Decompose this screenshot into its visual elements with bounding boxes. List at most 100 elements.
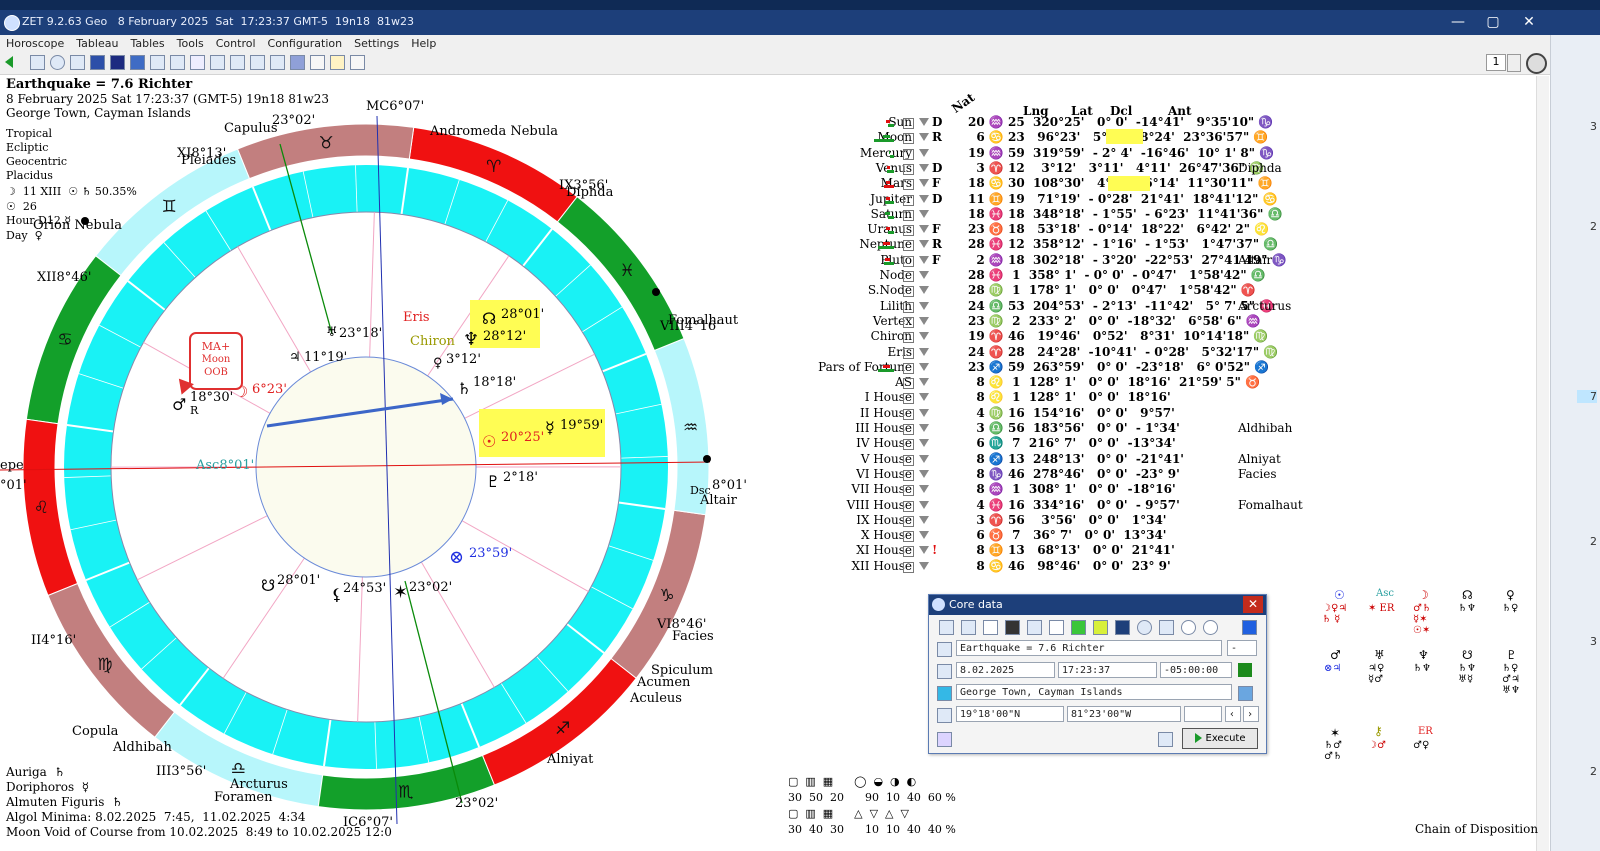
place-field[interactable]: George Town, Cayman Islands — [956, 684, 1232, 700]
execute-label: Execute — [1205, 733, 1246, 744]
row-grid-icon — [903, 362, 914, 374]
row-grid-icon — [903, 531, 914, 543]
document-icon[interactable] — [170, 55, 185, 70]
copy-data-icon[interactable] — [1158, 732, 1173, 747]
map-icon[interactable] — [1238, 686, 1253, 701]
print-icon[interactable] — [1027, 620, 1042, 635]
row-grid-icon — [903, 240, 914, 252]
vertical-scrollbar[interactable] — [1536, 76, 1549, 851]
strike-icon[interactable] — [1159, 620, 1174, 635]
menu-tableau[interactable]: Tableau — [76, 37, 119, 50]
table-row-values: 8 ♑ 46 278°46' 0° 0' -23° 9' — [968, 466, 1180, 481]
decan-divider — [127, 280, 166, 311]
calendar-icon[interactable] — [230, 55, 245, 70]
alert-icon[interactable] — [330, 55, 345, 70]
world-icon[interactable] — [290, 55, 305, 70]
ring-icon[interactable] — [1203, 620, 1218, 635]
dialog-close-button[interactable]: ✕ — [1243, 596, 1263, 613]
aspect-icon[interactable] — [150, 55, 165, 70]
name-field[interactable]: Earthquake = 7.6 Richter — [956, 640, 1222, 656]
wheel-icon[interactable] — [70, 55, 85, 70]
menu-configuration[interactable]: Configuration — [267, 37, 343, 50]
timezone-field[interactable]: -05:00:00 — [1160, 662, 1232, 678]
circle-icon[interactable] — [1137, 620, 1152, 635]
table-row-values: 6 ♋ 23 96°23' 5° 7' 28°24' 23°36'57" ♊ — [976, 130, 1269, 145]
paste-icon[interactable] — [961, 620, 976, 635]
jupiter-glyph-icon: ♃ — [289, 350, 301, 365]
folder-icon[interactable] — [190, 55, 205, 70]
execute-button[interactable]: Execute — [1182, 728, 1258, 749]
row-triangle-icon — [919, 163, 929, 172]
chain-glyphs: ♄♆ — [1458, 603, 1476, 614]
chart-icon[interactable] — [90, 55, 105, 70]
strength-bar — [888, 150, 890, 154]
star-alniyat: Alniyat — [547, 752, 594, 767]
options-icon[interactable] — [937, 732, 952, 747]
z-icon[interactable] — [1242, 620, 1257, 635]
core-data-title: Core data — [949, 598, 1003, 611]
time-field[interactable]: 17:23:37 — [1058, 662, 1157, 678]
globe-icon[interactable] — [50, 55, 65, 70]
zodiac-glyph-icon: ♋ — [57, 330, 72, 350]
l-icon[interactable] — [1071, 620, 1086, 635]
zodiac-glyph-icon: ♉ — [319, 133, 334, 153]
table-row-values: 3 ♈ 12 3°12' 3°11' 4°11' 26°47'36" ♍ — [968, 160, 1265, 175]
menu-control[interactable]: Control — [215, 37, 256, 50]
back-arrow-icon[interactable] — [5, 56, 13, 68]
page-spinner[interactable] — [1507, 54, 1521, 72]
sheet-icon[interactable] — [210, 55, 225, 70]
decan-divider — [485, 200, 509, 243]
sun-glyph-icon: ☉ — [482, 432, 497, 451]
longitude-field[interactable]: 81°23'00"W — [1067, 706, 1181, 722]
grid-icon[interactable] — [130, 55, 145, 70]
menu-tools[interactable]: Tools — [176, 37, 204, 50]
prev-button[interactable]: ‹ — [1225, 706, 1241, 722]
lilith-degree: 24°53' — [343, 581, 387, 596]
menu-settings[interactable]: Settings — [354, 37, 400, 50]
star-map-icon[interactable] — [110, 55, 125, 70]
row-triangle-icon — [919, 179, 929, 188]
decan-divider — [179, 667, 210, 706]
row-triangle-icon — [919, 424, 929, 432]
tools-icon[interactable] — [310, 55, 325, 70]
k-icon[interactable] — [1049, 620, 1064, 635]
row-grid-icon — [903, 500, 914, 512]
decan-divider — [141, 637, 177, 670]
page-number-field[interactable]: 1 — [1486, 54, 1506, 71]
new-icon[interactable] — [983, 620, 998, 635]
table-icon[interactable] — [30, 55, 45, 70]
decan-divider — [555, 264, 591, 297]
close-button[interactable]: ✕ — [1523, 14, 1535, 30]
menu-horoscope[interactable]: Horoscope — [6, 37, 65, 50]
script-icon[interactable] — [350, 55, 365, 70]
date-field[interactable]: 8.02.2025 — [956, 662, 1055, 678]
decan-divider — [109, 601, 150, 628]
element-percent-row2: 30 40 30 10 10 40 40 % — [788, 823, 956, 836]
maximize-button[interactable]: ▢ — [1486, 14, 1500, 30]
latitude-field[interactable]: 19°18'00"N — [956, 706, 1064, 722]
settings-dial-icon[interactable] — [1526, 53, 1547, 74]
menu-help[interactable]: Help — [411, 37, 437, 50]
bottom-info-line: Almuten Figuris ♄ — [6, 795, 123, 809]
moon-dcl-highlight — [1106, 129, 1143, 144]
next-button[interactable]: › — [1243, 706, 1259, 722]
minimize-button[interactable]: — — [1451, 14, 1465, 30]
mc-label: MC6°07' — [366, 99, 425, 114]
table-row-values: 20 ♒ 25 320°25' 0° 0' -14°41' 9°35'10" ♑ — [968, 115, 1274, 129]
ring-icon[interactable] — [1181, 620, 1196, 635]
name-option-select[interactable]: - — [1227, 640, 1257, 656]
row-triangle-icon — [919, 194, 929, 203]
h-icon[interactable] — [1093, 620, 1108, 635]
copy-icon[interactable] — [939, 620, 954, 635]
tz-color-button[interactable] — [1238, 663, 1252, 677]
save-icon[interactable] — [1005, 620, 1020, 635]
star-arcturus: Arcturus — [230, 777, 288, 792]
strength-bar — [883, 242, 890, 246]
setting-zodiac: Tropical — [6, 127, 53, 140]
v-icon[interactable] — [1115, 620, 1130, 635]
list-icon[interactable] — [250, 55, 265, 70]
callout-line: Moon — [201, 354, 231, 365]
menu-tables[interactable]: Tables — [130, 37, 165, 50]
altitude-field[interactable] — [1184, 706, 1222, 722]
note-icon[interactable] — [270, 55, 285, 70]
